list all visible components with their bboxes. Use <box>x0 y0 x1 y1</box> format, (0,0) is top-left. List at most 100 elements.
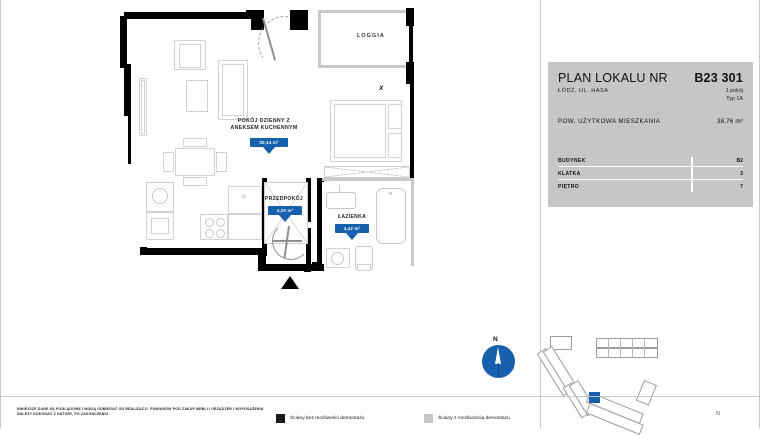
room-label-living: POKÓJ DZIENNY Z ANEKSEM KUCHENNYM <box>230 118 298 131</box>
dining-chair-left <box>163 152 174 172</box>
dining-chair-right <box>216 152 227 172</box>
interior-wall-soft-right <box>411 180 414 266</box>
unit-address: ŁÓDŹ, UL. HASA <box>558 88 609 94</box>
building-key-plan <box>536 330 666 435</box>
area-badge-hallway-pointer <box>279 215 291 222</box>
keyplan-north-label: N <box>716 411 720 417</box>
unit-area-label: POW. UŻYTKOWA MIESZKANIA <box>558 118 661 125</box>
legend-swatch-solid-icon <box>276 414 285 423</box>
legend-label-solid: Ściany bez możliwości demontażu <box>290 416 365 421</box>
kitchen-worktop-2 <box>228 214 262 240</box>
bathtub-drain <box>389 192 392 195</box>
wardrobe-overhead <box>324 166 410 178</box>
table-row: BUDYNEK B2 <box>558 154 743 167</box>
coffee-table <box>186 80 208 112</box>
unit-type: Typ 1A <box>726 96 743 102</box>
area-badge-bathroom-pointer <box>346 233 358 240</box>
unit-info-header: PLAN LOKALU NR B23 301 ŁÓDŹ, UL. HASA 1 … <box>548 62 753 125</box>
dining-chair-top <box>183 138 207 147</box>
hob-burner-4 <box>216 229 225 238</box>
dining-chair-bottom <box>183 177 207 186</box>
disclaimer-text: NINIEJSZE DANE SĄ POGLĄDOWE I MOGĄ ODBIE… <box>17 407 264 417</box>
table-row: KLATKA 3 <box>558 167 743 180</box>
keyplan-grid <box>644 338 645 358</box>
washbasin <box>326 192 356 209</box>
plan-panel-divider <box>540 0 541 428</box>
table-row-separator <box>558 166 743 167</box>
hob-burner-1 <box>205 218 214 227</box>
plan-title: PLAN LOKALU NR <box>558 71 668 85</box>
wall-corner-bath <box>317 178 324 184</box>
loggia-edge-wall <box>409 8 413 84</box>
x-marker: X <box>379 85 384 92</box>
keyplan-grid <box>632 338 633 358</box>
compass-needle <box>495 347 501 364</box>
keyplan-grid <box>620 338 621 358</box>
compass-rose: N <box>478 336 518 382</box>
legend-item-removable: Ściany z możliwością demontażu <box>424 414 510 423</box>
loggia-wall-bottom <box>318 65 414 68</box>
keyplan-wing-north-b <box>596 348 658 358</box>
keyplan-grid <box>608 338 609 358</box>
table-value-klatka: 3 <box>740 170 743 177</box>
legend-swatch-removable-icon <box>424 414 433 423</box>
unit-number: B23 301 <box>694 71 743 85</box>
compass-north-label: N <box>493 336 498 343</box>
unit-rooms-count: 1 pokój <box>725 88 743 94</box>
exterior-wall-bottom-right <box>304 262 324 271</box>
table-vertical-rule <box>691 157 693 192</box>
loggia-door-jamb <box>290 10 308 30</box>
exterior-wall-bottom-mid <box>258 264 310 271</box>
area-badge-bathroom: 4,42 m² <box>335 224 369 240</box>
table-key-klatka: KLATKA <box>558 170 581 177</box>
nightstand-2 <box>388 133 402 158</box>
exterior-wall-top <box>124 12 252 19</box>
hob-burner-3 <box>205 229 214 238</box>
keyplan-wing-se-head <box>635 380 657 406</box>
area-badge-hallway: 4,20 m² <box>268 206 302 222</box>
unit-area-row: POW. UŻYTKOWA MIESZKANIA 38,76 m² <box>558 118 743 125</box>
toilet-cistern <box>357 264 371 271</box>
bathroom-door-threshold <box>272 240 302 242</box>
kitchen-appliance <box>151 218 169 234</box>
unit-info-panel: PLAN LOKALU NR B23 301 ŁÓDŹ, UL. HASA 1 … <box>548 62 753 207</box>
bed-mattress <box>334 104 386 158</box>
sofa-seat <box>222 64 244 116</box>
table-row-separator <box>558 179 743 180</box>
unit-subtitle-row: ŁÓDŹ, UL. HASA 1 pokój Typ 1A <box>558 87 743 103</box>
legend: Ściany bez możliwości demontażu Ściany z… <box>276 414 546 428</box>
floor-plan-drawing: LOGGIA <box>120 8 414 289</box>
page-left-edge <box>0 0 1 428</box>
keyplan-highlighted-unit <box>589 392 600 403</box>
armchair-1-seat <box>179 44 201 68</box>
table-key-pietro: PIĘTRO <box>558 183 580 190</box>
loggia-wall-top <box>318 10 414 13</box>
unit-title-row: PLAN LOKALU NR B23 301 <box>558 71 743 85</box>
exterior-wall-bottom-pier <box>258 248 267 270</box>
unit-detail-table: BUDYNEK B2 KLATKA 3 PIĘTRO 7 <box>558 154 743 193</box>
dining-table <box>175 148 215 176</box>
loggia-label: LOGGIA <box>357 33 385 39</box>
table-row: PIĘTRO 7 <box>558 180 743 193</box>
kitchen-worktop-1 <box>228 186 262 214</box>
table-value-budynek: B2 <box>736 157 743 164</box>
area-badge-bathroom-value: 4,42 m² <box>335 224 369 233</box>
hallway-wall-right-upper <box>306 178 311 222</box>
radiator-inner <box>141 80 145 134</box>
area-badge-living-value: 30,14 m² <box>250 138 288 147</box>
legend-label-removable: Ściany z możliwością demontażu <box>438 416 510 421</box>
washing-machine-door <box>331 252 344 265</box>
unit-type-block: 1 pokój Typ 1A <box>726 87 743 103</box>
table-key-budynek: BUDYNEK <box>558 157 586 164</box>
exterior-wall-right-bath <box>317 178 323 264</box>
exterior-wall-left-a <box>120 16 127 68</box>
kitchen-sink-bowl <box>152 188 168 204</box>
interior-wall-soft-bath-top <box>322 178 414 181</box>
room-label-bathroom: ŁAZIENKA <box>337 214 367 220</box>
keyplan-wing-nw-head <box>550 336 572 350</box>
compass-needle-stem <box>497 363 499 376</box>
entrance-marker <box>281 276 299 289</box>
hob-burner-2 <box>216 218 225 227</box>
area-badge-living: 30,14 m² <box>250 138 288 154</box>
